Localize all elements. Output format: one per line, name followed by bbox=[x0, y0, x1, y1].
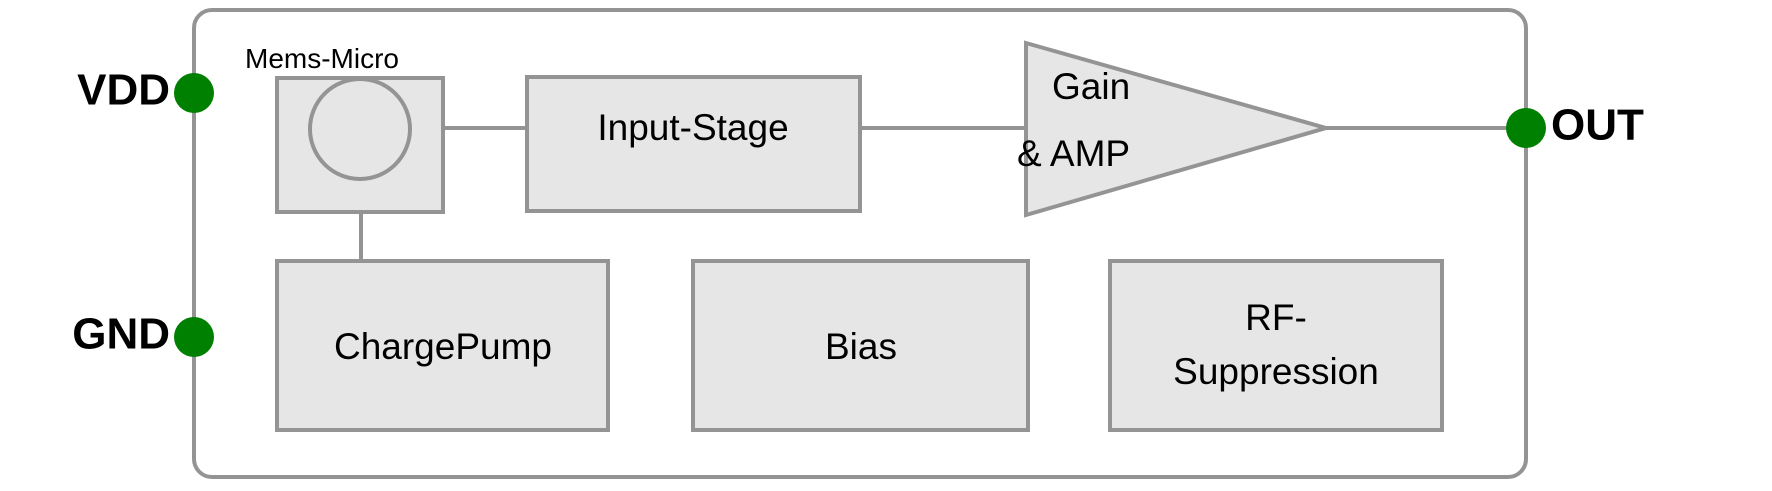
rf-suppression-label-line2: Suppression bbox=[1173, 351, 1379, 392]
input-stage-label: Input-Stage bbox=[597, 107, 788, 148]
input-stage-border bbox=[525, 75, 862, 213]
mems-micro-label: Mems-Micro bbox=[245, 43, 399, 74]
pin-label-vdd: VDD bbox=[77, 66, 170, 115]
block-bias[interactable]: Bias bbox=[691, 259, 1030, 432]
bias-border bbox=[691, 259, 1030, 432]
block-mems-micro[interactable] bbox=[275, 76, 445, 214]
block-charge-pump[interactable]: ChargePump bbox=[275, 259, 610, 432]
block-input-stage[interactable]: Input-Stage bbox=[525, 75, 862, 213]
pin-label-out: OUT bbox=[1551, 101, 1644, 150]
bias-label: Bias bbox=[825, 326, 897, 367]
pin-label-gnd: GND bbox=[72, 310, 170, 359]
gain-amp-label-line2: & AMP bbox=[1017, 133, 1130, 174]
rf-suppression-body bbox=[1110, 261, 1442, 430]
block-rf-suppression[interactable]: RF- Suppression bbox=[1108, 259, 1444, 432]
pin-node-out[interactable] bbox=[1506, 108, 1546, 148]
bias-body bbox=[693, 261, 1028, 430]
block-gain-amp[interactable]: Gain & AMP bbox=[1017, 40, 1334, 218]
mems-micro-body bbox=[277, 78, 443, 212]
pin-node-vdd[interactable] bbox=[174, 73, 214, 113]
charge-pump-label: ChargePump bbox=[334, 326, 552, 367]
charge-pump-body bbox=[277, 261, 608, 430]
rf-suppression-border bbox=[1108, 259, 1444, 432]
gain-amp-body bbox=[1026, 43, 1326, 215]
pin-node-gnd[interactable] bbox=[174, 317, 214, 357]
gain-amp-border bbox=[1024, 40, 1334, 218]
rf-suppression-label-line1: RF- bbox=[1245, 297, 1307, 338]
gain-amp-label-line1: Gain bbox=[1052, 66, 1130, 107]
charge-pump-border bbox=[275, 259, 610, 432]
microphone-membrane-icon bbox=[308, 77, 412, 181]
input-stage-body bbox=[527, 77, 860, 211]
